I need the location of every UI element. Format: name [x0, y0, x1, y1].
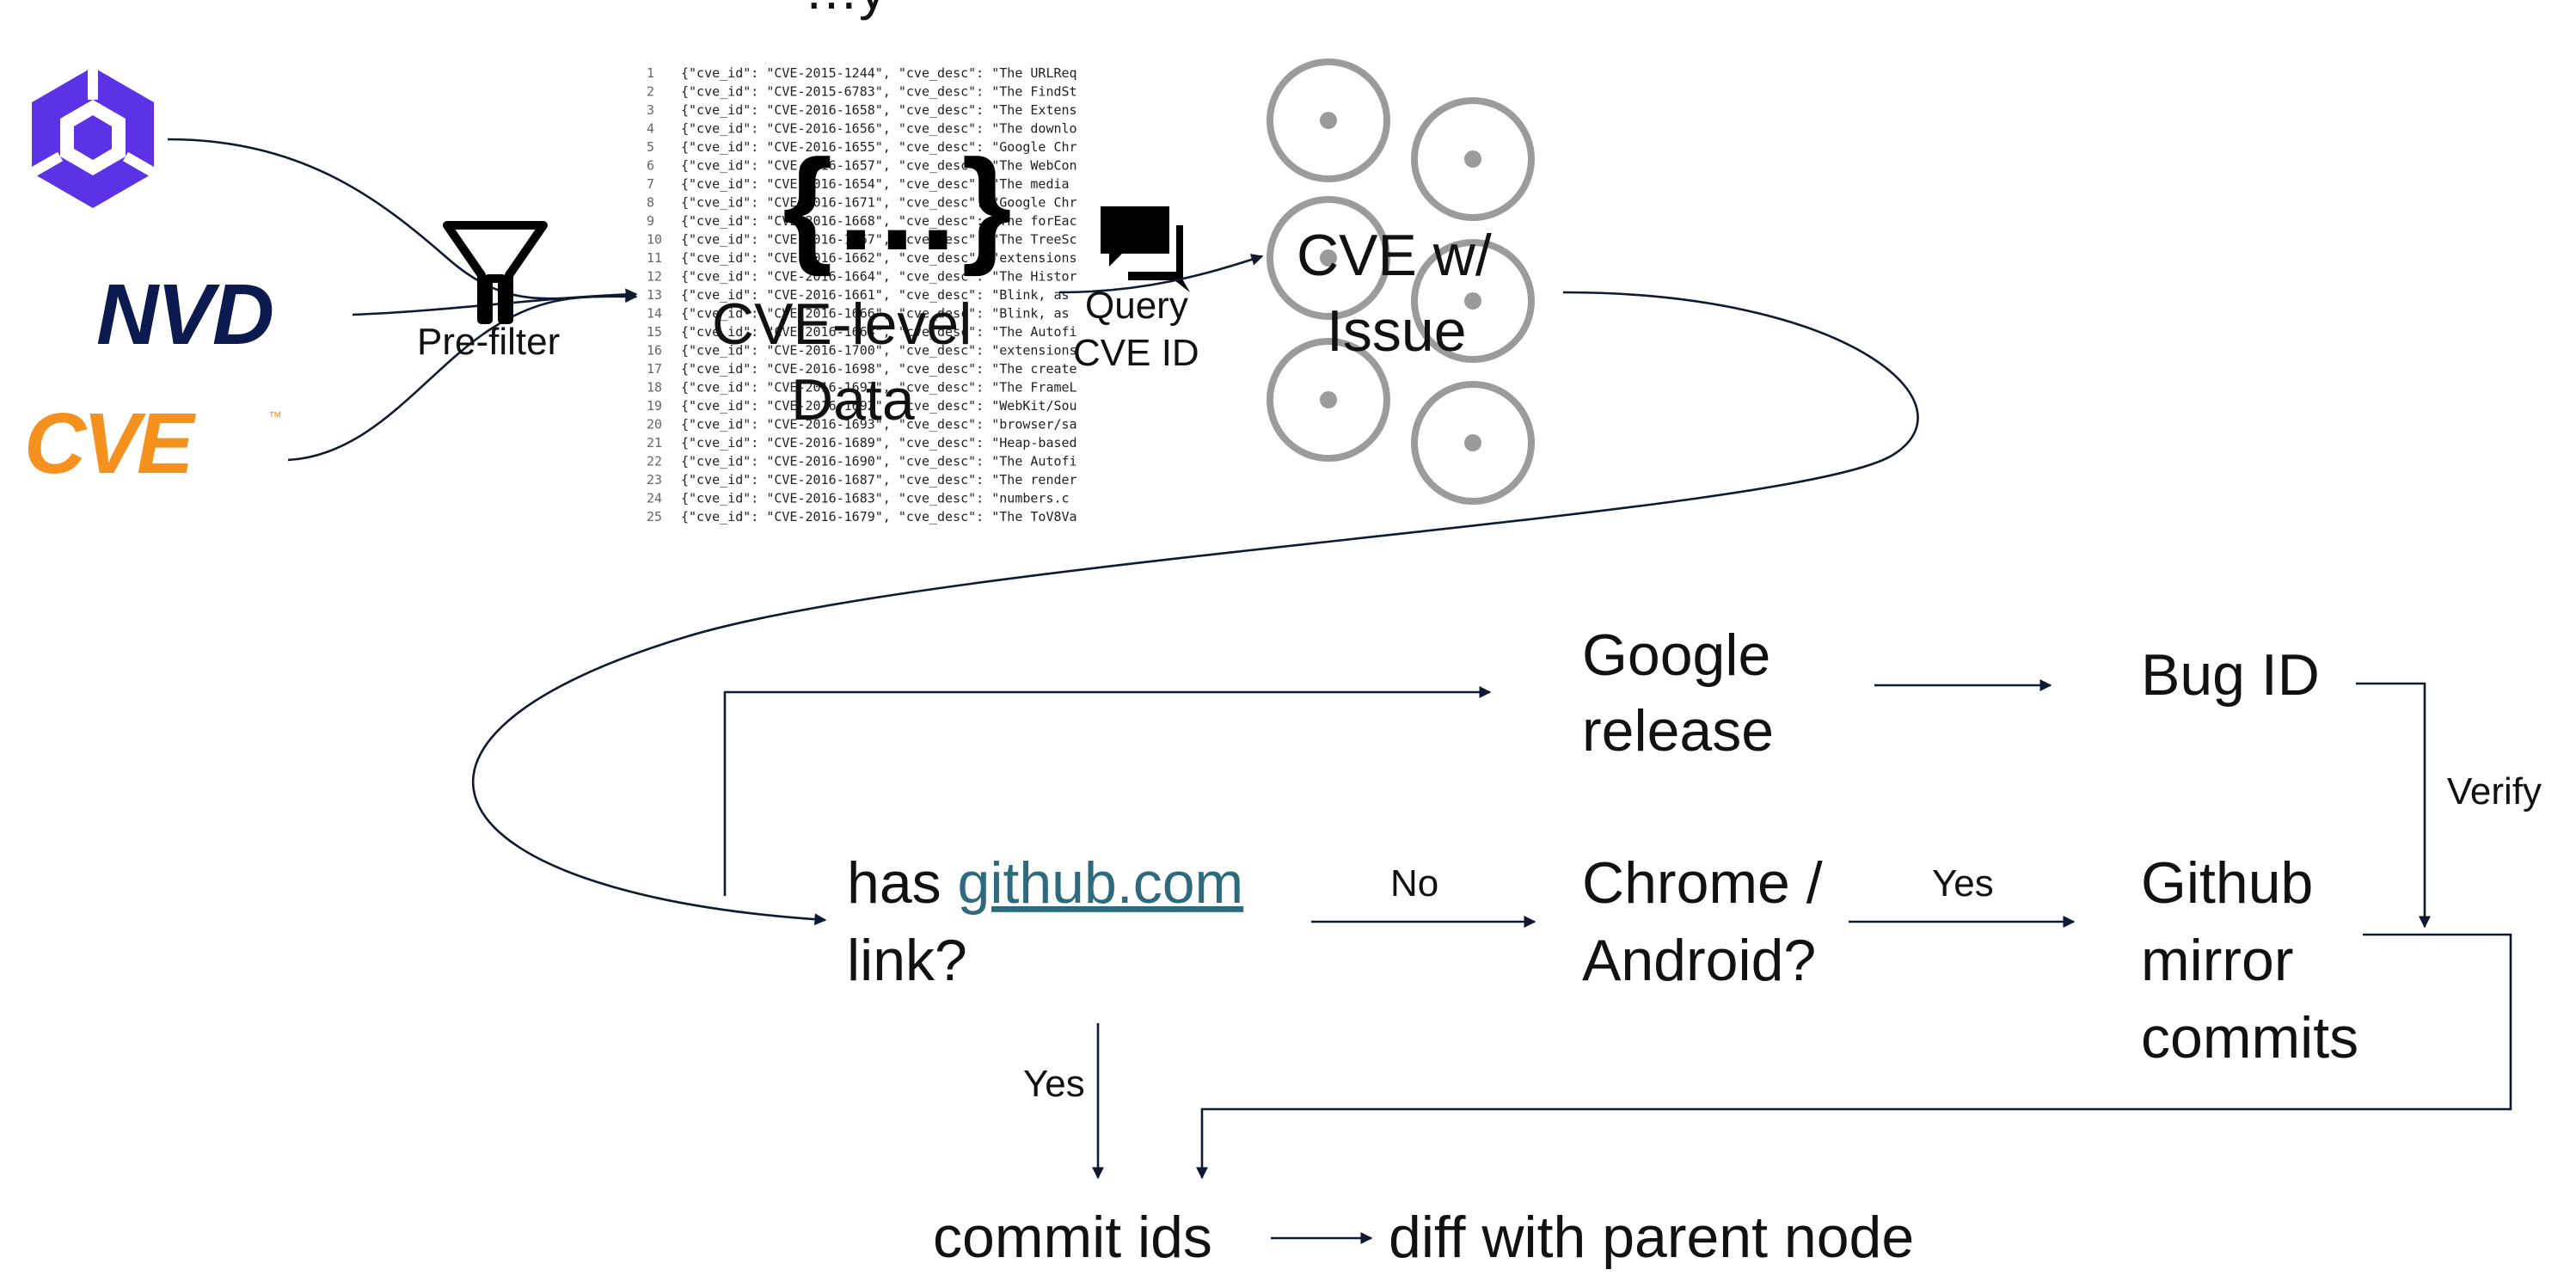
- listing-line-text: {"cve_id": "CVE-2016-1700", "cve_desc": …: [681, 343, 1077, 359]
- listing-line-text: {"cve_id": "CVE-2016-1657", "cve_desc": …: [681, 158, 1077, 174]
- listing-line-number: 5: [647, 139, 654, 155]
- edge-label-no: No: [1390, 862, 1438, 905]
- github-mirror-label-3: commits: [2141, 1005, 2358, 1070]
- prefilter-label: Pre-filter: [417, 321, 560, 363]
- title-fragment: …y: [804, 0, 886, 21]
- listing-line-number: 13: [647, 287, 662, 303]
- listing-line-text: {"cve_id": "CVE-2016-1663", "cve_desc": …: [681, 324, 1077, 340]
- listing-line-text: {"cve_id": "CVE-2016-1654", "cve_desc": …: [681, 176, 1070, 192]
- nvd-logo: NVD: [96, 267, 273, 363]
- diff-label: diff with parent node: [1389, 1205, 1914, 1270]
- edge-bugid-to-mirror: [2356, 682, 2431, 929]
- google-release-label-1: Google: [1582, 623, 1770, 688]
- chrome-android-label-2: Android?: [1582, 928, 1816, 993]
- edge-haslink-to-google: [723, 686, 1492, 896]
- edge-data-to-query: [1058, 254, 1264, 294]
- google-release-label-2: release: [1582, 698, 1774, 764]
- listing-line-text: {"cve_id": "CVE-2016-1656", "cve_desc": …: [681, 121, 1077, 137]
- bug-id-label: Bug ID: [2141, 642, 2320, 708]
- listing-line-number: 9: [647, 213, 654, 229]
- listing-line-number: 15: [647, 324, 662, 340]
- github-mirror-label-1: Github: [2141, 850, 2313, 916]
- listing-line-number: 19: [647, 398, 662, 414]
- cve-logo: CVE ™: [24, 396, 282, 492]
- github-link[interactable]: github.com: [958, 850, 1244, 916]
- listing-line-text: {"cve_id": "CVE-2016-1689", "cve_desc": …: [681, 435, 1077, 451]
- listing-line-number: 18: [647, 380, 662, 396]
- listing-line-text: {"cve_id": "CVE-2016-1658", "cve_desc": …: [681, 102, 1077, 118]
- listing-line-number: 3: [647, 102, 654, 118]
- edge-issue-to-haslink: [471, 291, 1919, 926]
- filter-icon: [443, 221, 548, 324]
- listing-line-text: {"cve_id": "CVE-2016-1655", "cve_desc": …: [681, 139, 1077, 155]
- listing-line-number: 1: [647, 65, 654, 81]
- listing-line-text: {"cve_id": "CVE-2016-1692", "cve_desc": …: [681, 398, 1077, 414]
- chrome-android-label-1: Chrome /: [1582, 850, 1823, 916]
- listing-line-number: 6: [647, 158, 654, 174]
- cve-data-label-1: CVE-level: [712, 291, 972, 357]
- listing-line-text: {"cve_id": "CVE-2016-1662", "cve_desc": …: [681, 250, 1077, 266]
- issue-circles: [1267, 58, 1535, 505]
- listing-line-number: 14: [647, 306, 662, 322]
- listing-line-text: {"cve_id": "CVE-2016-1661", "cve_desc": …: [681, 287, 1070, 303]
- listing-line-number: 25: [647, 509, 662, 524]
- listing-line-number: 21: [647, 435, 662, 451]
- chat-bubbles-icon: [1101, 206, 1190, 292]
- listing-line-number: 12: [647, 269, 662, 285]
- has-link-suffix: link?: [847, 928, 967, 993]
- edge-cve-to-data: [287, 290, 638, 462]
- listing-line-text: {"cve_id": "CVE-2015-1244", "cve_desc": …: [681, 65, 1077, 81]
- listing-line-number: 23: [647, 472, 662, 488]
- listing-line-number: 2: [647, 84, 654, 100]
- listing-line-text: {"cve_id": "CVE-2016-1679", "cve_desc": …: [681, 509, 1077, 524]
- cve-issue-label-1: CVE w/: [1297, 223, 1492, 288]
- edge-label-yes-link: Yes: [1023, 1063, 1085, 1105]
- cve-json-listing: 1 {"cve_id": "CVE-2015-1244", "cve_desc":…: [647, 65, 1077, 524]
- github-mirror-label-2: mirror: [2141, 928, 2294, 993]
- listing-line-number: 8: [647, 195, 654, 211]
- listing-line-number: 4: [647, 121, 654, 137]
- listing-line-text: {"cve_id": "CVE-2016-1667", "cve_desc": …: [681, 232, 1077, 248]
- has-link-question: has github.com: [847, 850, 1243, 916]
- listing-line-number: 20: [647, 417, 662, 432]
- listing-line-text: {"cve_id": "CVE-2016-1683", "cve_desc": …: [681, 491, 1070, 506]
- svg-text:™: ™: [268, 410, 282, 425]
- listing-line-number: 24: [647, 491, 662, 506]
- listing-line-text: {"cve_id": "CVE-2016-1664", "cve_desc": …: [681, 269, 1077, 285]
- listing-line-text: {"cve_id": "CVE-2016-1697", "cve_desc": …: [681, 380, 1077, 396]
- listing-line-text: {"cve_id": "CVE-2016-1698", "cve_desc": …: [681, 361, 1077, 377]
- listing-line-text: {"cve_id": "CVE-2016-1690", "cve_desc": …: [681, 454, 1077, 469]
- edge-label-yes-chrome: Yes: [1932, 862, 1994, 905]
- listing-line-number: 22: [647, 454, 662, 469]
- commit-ids-label: commit ids: [933, 1205, 1212, 1270]
- svg-text:CVE: CVE: [24, 396, 197, 492]
- listing-line-text: {"cve_id": "CVE-2015-6783", "cve_desc": …: [681, 84, 1077, 100]
- listing-line-text: {"cve_id": "CVE-2016-1687", "cve_desc": …: [681, 472, 1077, 488]
- query-label-2: CVE ID: [1073, 332, 1199, 374]
- listing-line-number: 7: [647, 176, 654, 192]
- listing-line-text: {"cve_id": "CVE-2016-1668", "cve_desc": …: [681, 213, 1077, 229]
- listing-line-number: 10: [647, 232, 662, 248]
- cve-issue-label-2: Issue: [1327, 298, 1467, 364]
- listing-line-number: 16: [647, 343, 662, 359]
- listing-line-number: 11: [647, 250, 662, 266]
- edge-label-verify: Verify: [2447, 770, 2542, 813]
- cve-data-label-2: Data: [791, 367, 915, 432]
- edge-mirror-to-commitids: [1196, 933, 2512, 1180]
- listing-line-number: 17: [647, 361, 662, 377]
- listing-line-text: {"cve_id": "CVE-2016-1666", "cve_desc": …: [681, 306, 1070, 322]
- listing-line-text: {"cve_id": "CVE-2016-1693", "cve_desc": …: [681, 417, 1077, 432]
- hexagon-logo-icon: [29, 67, 156, 208]
- listing-line-text: {"cve_id": "CVE-2016-1671", "cve_desc": …: [681, 195, 1077, 211]
- braces-icon: {…}: [782, 132, 1012, 277]
